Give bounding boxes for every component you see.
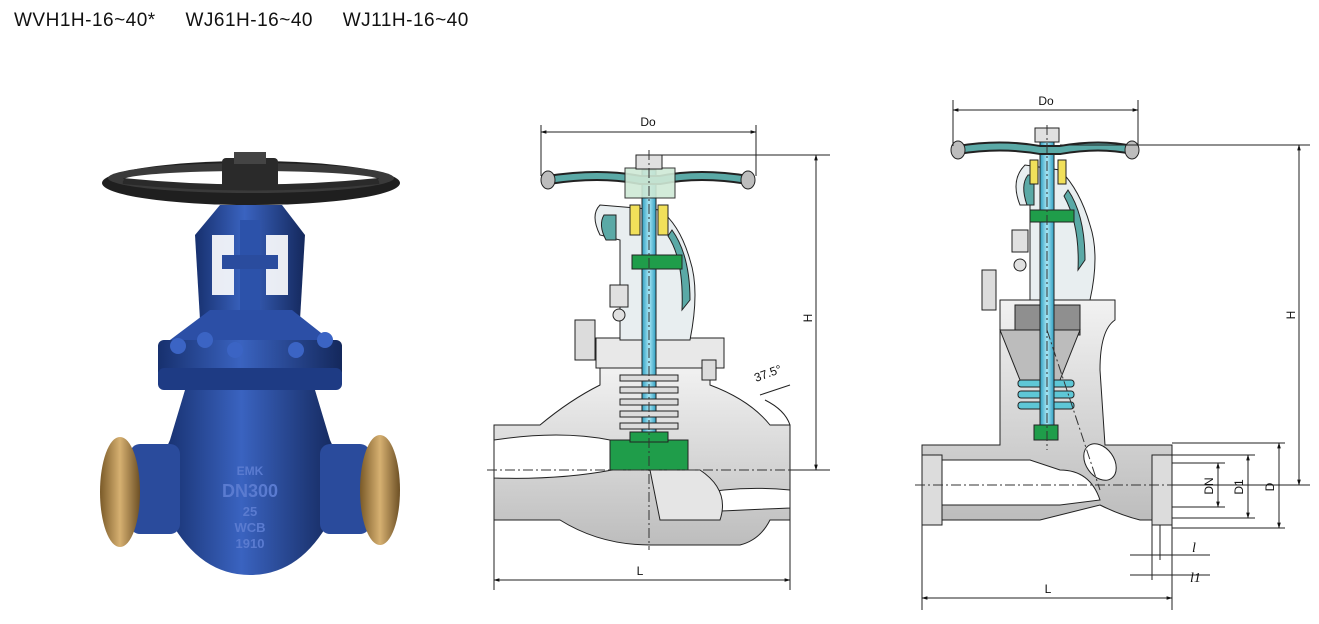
casting-text: 1910 [236,536,265,551]
section-drawing-right [915,100,1310,610]
dim-d1: D1 [1232,479,1246,495]
dim-do: Do [1038,94,1054,108]
dim-dn: DN [1202,477,1216,494]
valve-photo: EMK DN300 25 WCB 1910 [100,152,400,575]
casting-text: WCB [234,520,265,535]
dim-l-small: l [1192,541,1196,556]
dim-d: D [1263,482,1277,491]
dim-h: H [1284,311,1298,320]
casting-text: 25 [243,504,257,519]
section-drawing-middle [487,125,830,590]
model-label: WJ61H-16~40 [185,10,313,31]
dim-do: Do [640,115,656,129]
dim-l: L [637,564,644,578]
casting-text: EMK [237,464,264,478]
model-label: WJ11H-16~40 [342,10,469,31]
dim-l: L [1045,582,1052,596]
model-label: WVH1H-16~40* [14,10,156,31]
casting-text: DN300 [222,481,278,501]
model-list: WVH1H-16~40* WJ61H-16~40 WJ11H-16~40 [14,10,493,32]
dim-h: H [801,314,815,323]
dim-angle: 37.5° [752,362,783,385]
dim-l1: l1 [1190,571,1201,586]
